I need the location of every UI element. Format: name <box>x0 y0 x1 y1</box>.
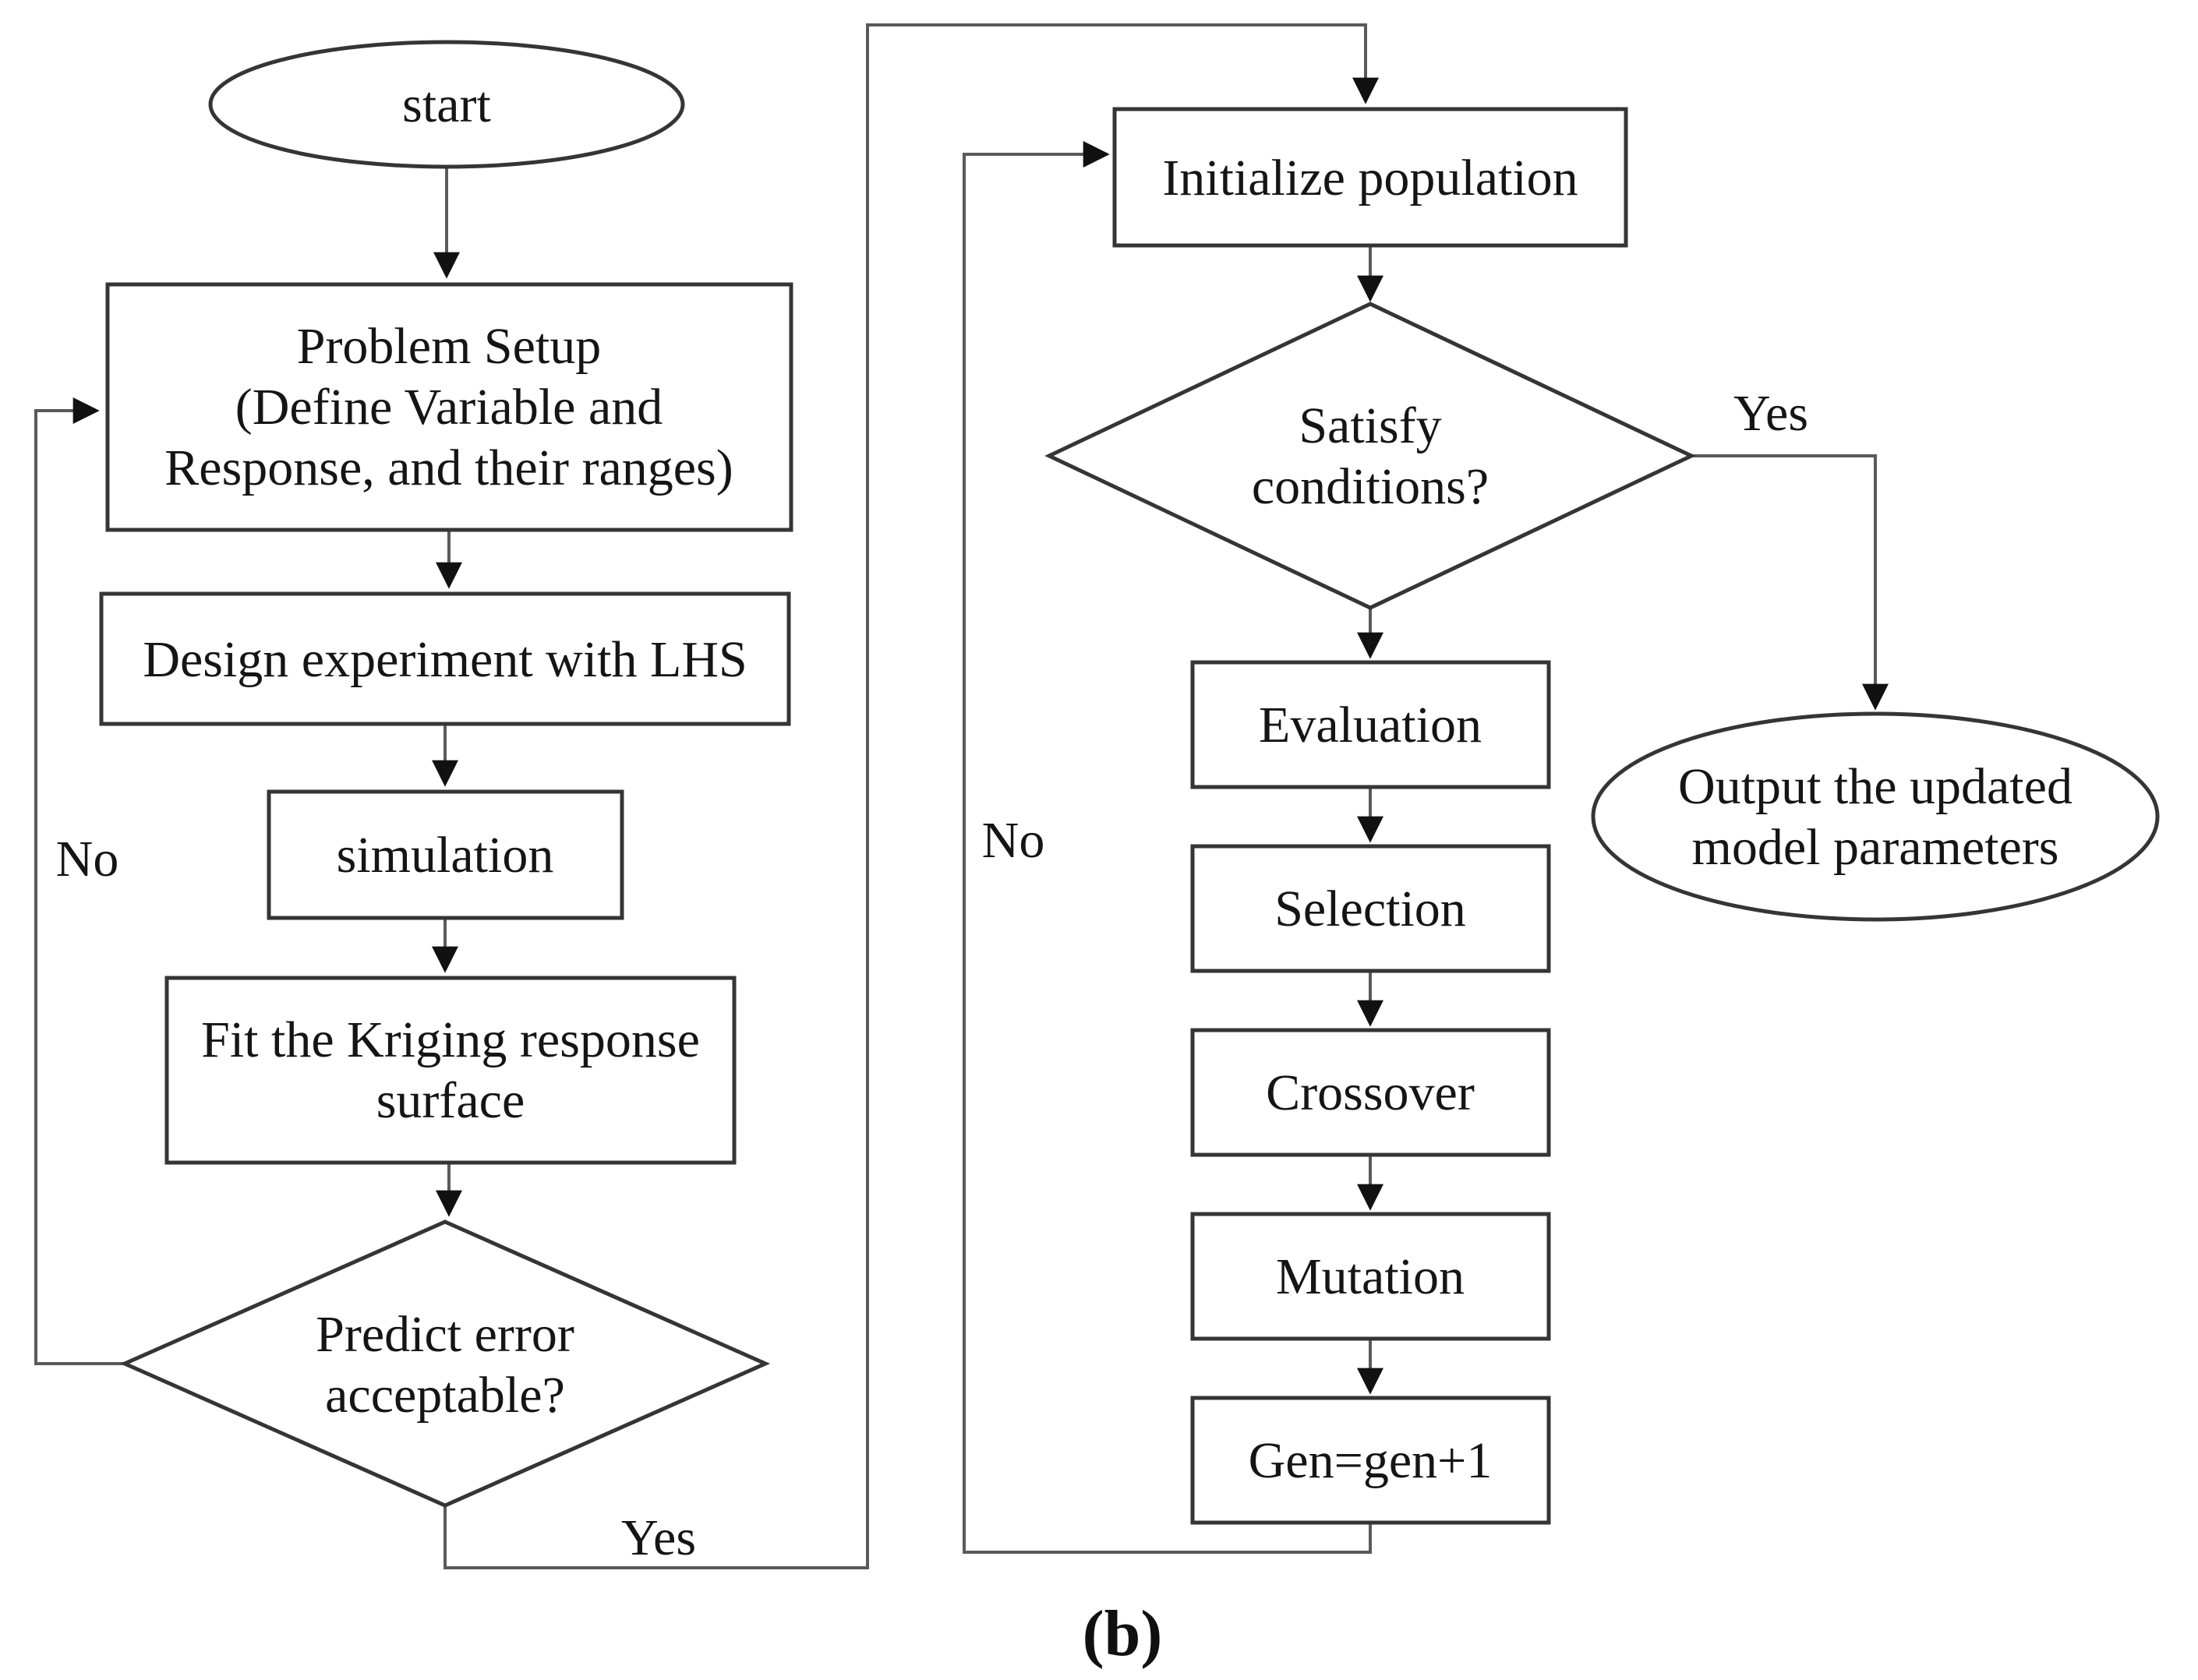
edge-no-loop-to-problem-setup <box>34 397 125 1365</box>
evaluation-box <box>1190 660 1551 789</box>
satisfy-conditions-line1: Satisfy <box>1299 397 1441 454</box>
fit-kriging-box <box>164 976 737 1165</box>
design-experiment-box <box>99 591 791 726</box>
design-experiment-label: Design experiment with LHS <box>143 631 747 688</box>
edge-yes-path-to-output <box>1691 454 1889 711</box>
output-line1: Output the updated <box>1678 758 2073 815</box>
figure-caption: (b) <box>1083 1597 1163 1670</box>
mutation-box <box>1190 1212 1551 1341</box>
start-label: start <box>402 76 491 133</box>
predict-error-line2: acceptable? <box>325 1367 565 1424</box>
fit-kriging-line2: surface <box>376 1072 525 1129</box>
output-ellipse <box>1591 711 2160 922</box>
problem-setup-box <box>105 282 793 532</box>
edge-no-loop-to-initialize-population <box>963 141 1372 1554</box>
simulation-label: simulation <box>337 827 554 884</box>
satisfy-conditions-diamond <box>1044 302 1696 610</box>
gen-increment-label: Gen=gen+1 <box>1249 1432 1493 1489</box>
crossover-box <box>1190 1028 1551 1157</box>
problem-setup-line1: Problem Setup <box>297 318 602 375</box>
evaluation-label: Evaluation <box>1259 697 1482 754</box>
satisfy-conditions-line2: conditions? <box>1252 458 1489 515</box>
edge-label-no-left: No <box>56 831 119 888</box>
problem-setup-line2: (Define Variable and <box>235 379 663 436</box>
edge-label-yes-left: Yes <box>621 1509 696 1566</box>
crossover-label: Crossover <box>1266 1064 1475 1121</box>
gen-increment-box <box>1190 1396 1551 1525</box>
selection-box <box>1190 844 1551 973</box>
output-line2: model parameters <box>1692 819 2059 876</box>
problem-setup-line3: Response, and their ranges) <box>164 439 733 496</box>
edge-label-no-right: No <box>982 812 1045 869</box>
fit-kriging-line1: Fit the Kriging response <box>201 1011 700 1068</box>
selection-label: Selection <box>1274 881 1466 937</box>
simulation-box <box>267 789 624 920</box>
initialize-population-box <box>1112 107 1628 248</box>
predict-error-line1: Predict error <box>316 1306 574 1363</box>
start-ellipse <box>208 40 685 169</box>
edge-label-yes-right: Yes <box>1733 385 1808 442</box>
edge-yes-path-to-initialize-population <box>443 23 1379 1569</box>
predict-error-diamond <box>119 1219 771 1508</box>
initialize-population-label: Initialize population <box>1162 150 1578 206</box>
mutation-label: Mutation <box>1276 1248 1465 1305</box>
